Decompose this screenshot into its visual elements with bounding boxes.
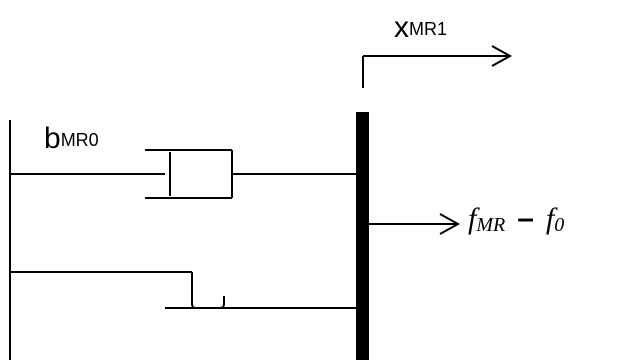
fmr-main: f xyxy=(468,202,477,235)
fmr-subscript: MR xyxy=(476,214,506,236)
xmr1-arrowhead xyxy=(491,45,513,67)
xmr1-main: x xyxy=(394,11,409,44)
bmr0-subscript: MR0 xyxy=(60,130,99,150)
bmr0-label: bMR0 xyxy=(44,124,99,154)
xmr1-label: xMR1 xyxy=(394,13,447,43)
vertical-bus xyxy=(356,112,369,360)
minus-operator: – xyxy=(517,202,534,235)
xmr1-subscript: MR1 xyxy=(409,19,448,39)
bmr0-main: b xyxy=(44,122,61,155)
f0-main: f xyxy=(545,202,555,235)
rung-2-hook xyxy=(191,272,225,309)
output-arrowhead xyxy=(439,213,461,235)
f0-subscript: 0 xyxy=(554,214,565,236)
output-label: fMR – f0 xyxy=(468,202,565,236)
